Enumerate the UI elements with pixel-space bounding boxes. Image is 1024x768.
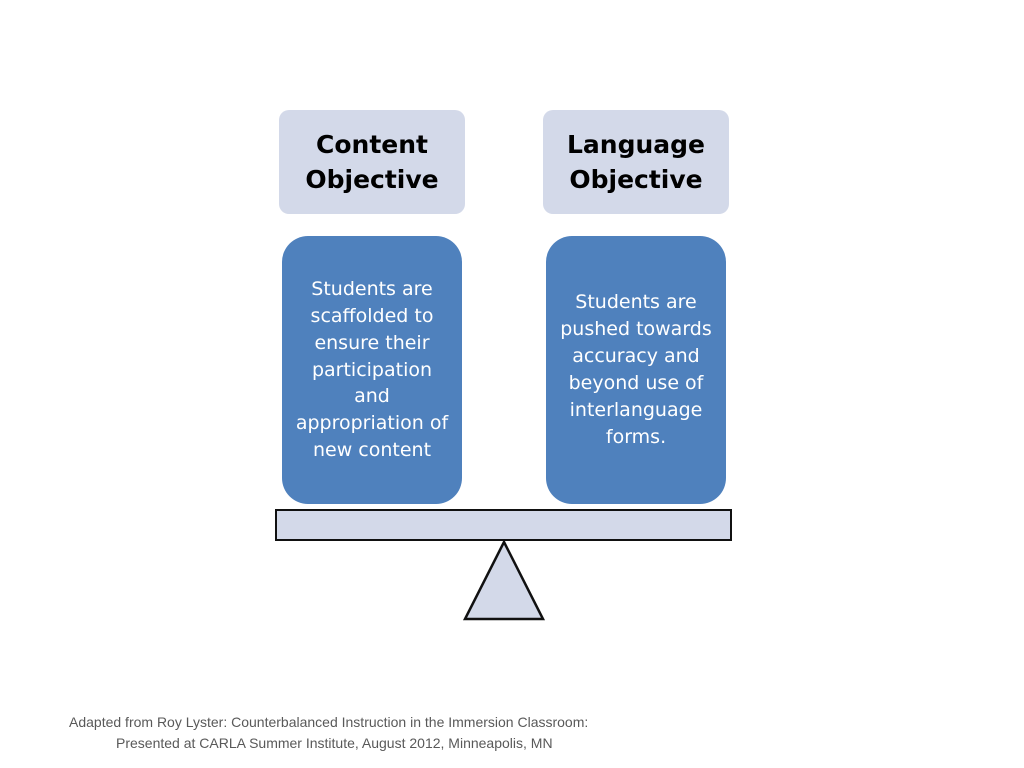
content-objective-header: Content Objective <box>279 110 465 214</box>
content-objective-description-box: Students are scaffolded to ensure their … <box>282 236 462 504</box>
content-objective-description: Students are scaffolded to ensure their … <box>295 277 449 462</box>
fulcrum-triangle <box>462 540 546 621</box>
language-objective-description-box: Students are pushed towards accuracy and… <box>546 236 726 504</box>
language-objective-description: Students are pushed towards accuracy and… <box>560 291 712 448</box>
content-objective-header-label: Content Objective <box>305 130 439 194</box>
language-objective-header: Language Objective <box>543 110 729 214</box>
balance-beam <box>275 509 732 541</box>
source-citation: Adapted from Roy Lyster: Counterbalanced… <box>69 712 769 754</box>
language-objective-header-label: Language Objective <box>566 130 705 194</box>
citation-line-1: Adapted from Roy Lyster: Counterbalanced… <box>69 714 589 730</box>
citation-line-2: Presented at CARLA Summer Institute, Aug… <box>116 735 553 751</box>
